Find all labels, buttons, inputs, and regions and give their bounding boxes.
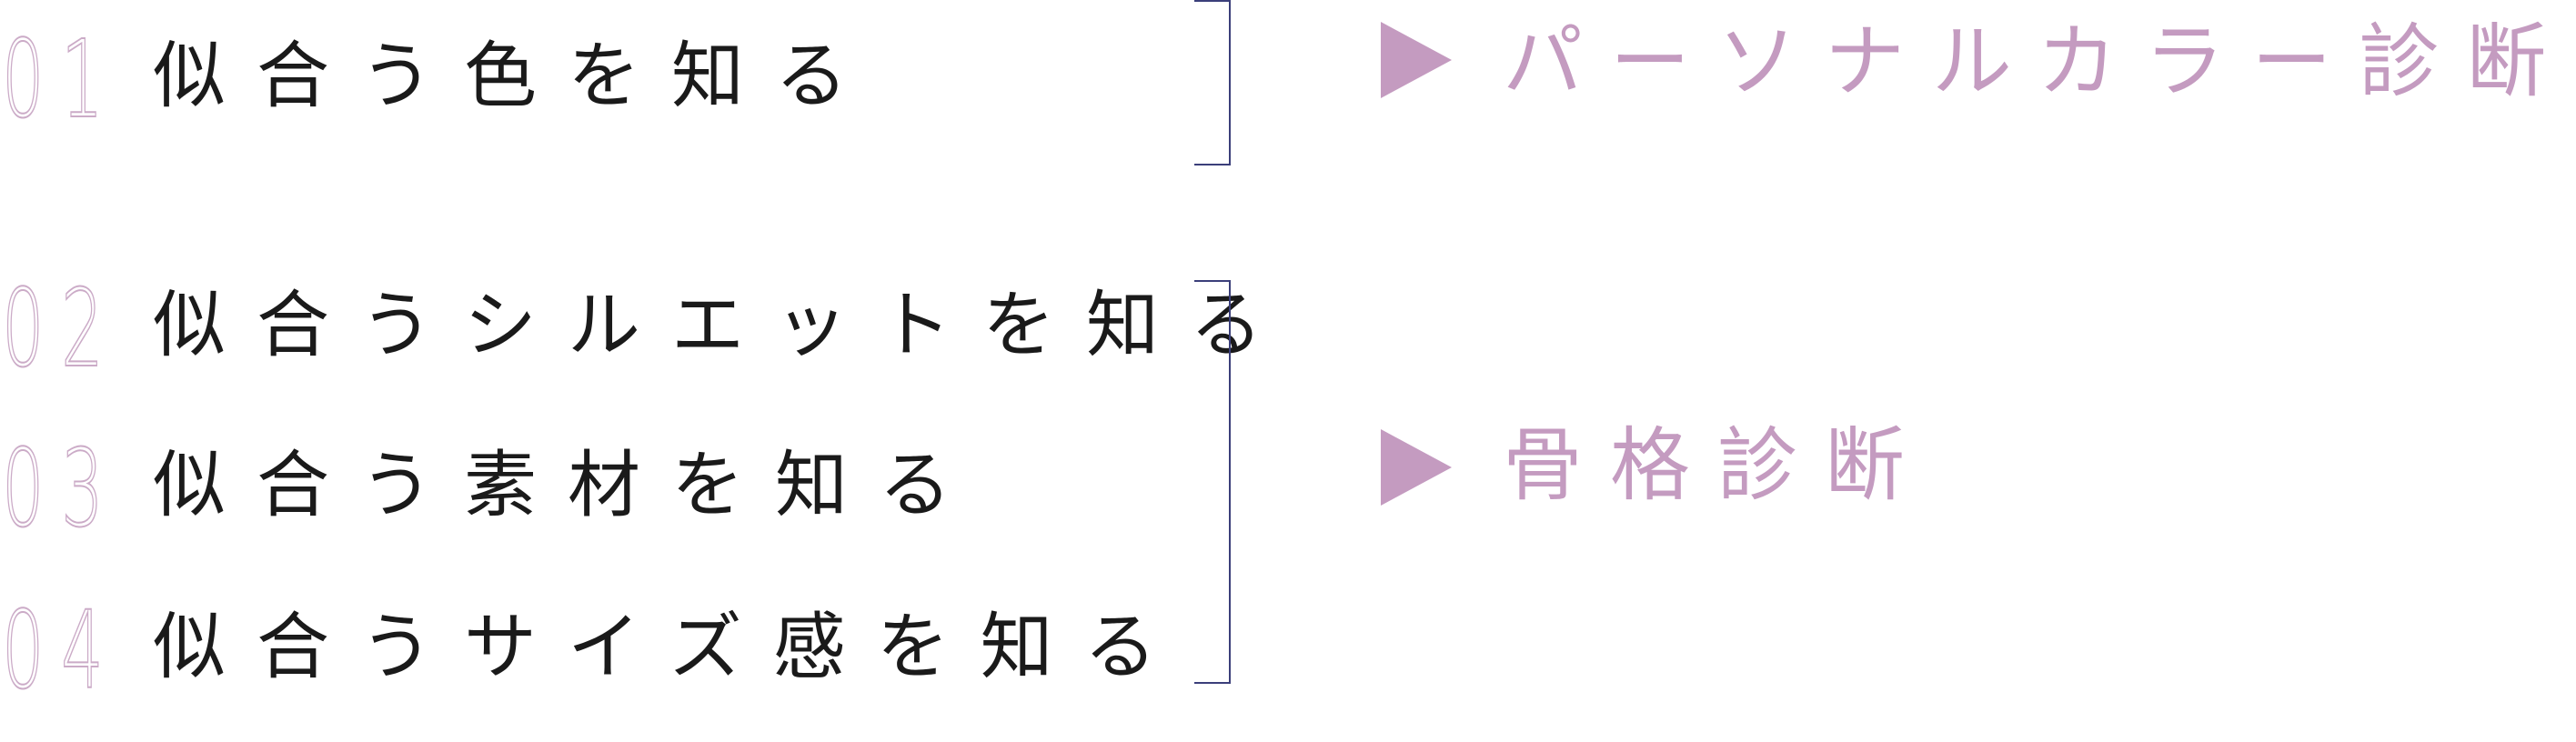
item-number: 03 [1,426,121,551]
bracket-group-1 [1194,0,1231,165]
item-label: 似合う色を知る [153,34,879,118]
result-personal-color: パーソナルカラー診断 [1503,15,2574,108]
result-skeletal-diagnosis: 骨格診断 [1503,418,1933,512]
item-number: 04 [1,587,121,713]
item-label: 似合うサイズ感を知る [153,605,1188,689]
arrow-right-icon [1381,429,1452,506]
bracket-group-2 [1194,280,1231,684]
item-number: 02 [1,266,121,391]
item-label: 似合う素材を知る [153,443,982,527]
arrow-right-icon [1381,22,1452,98]
item-number: 01 [1,16,121,142]
item-label: 似合うシルエットを知る [153,283,1293,367]
